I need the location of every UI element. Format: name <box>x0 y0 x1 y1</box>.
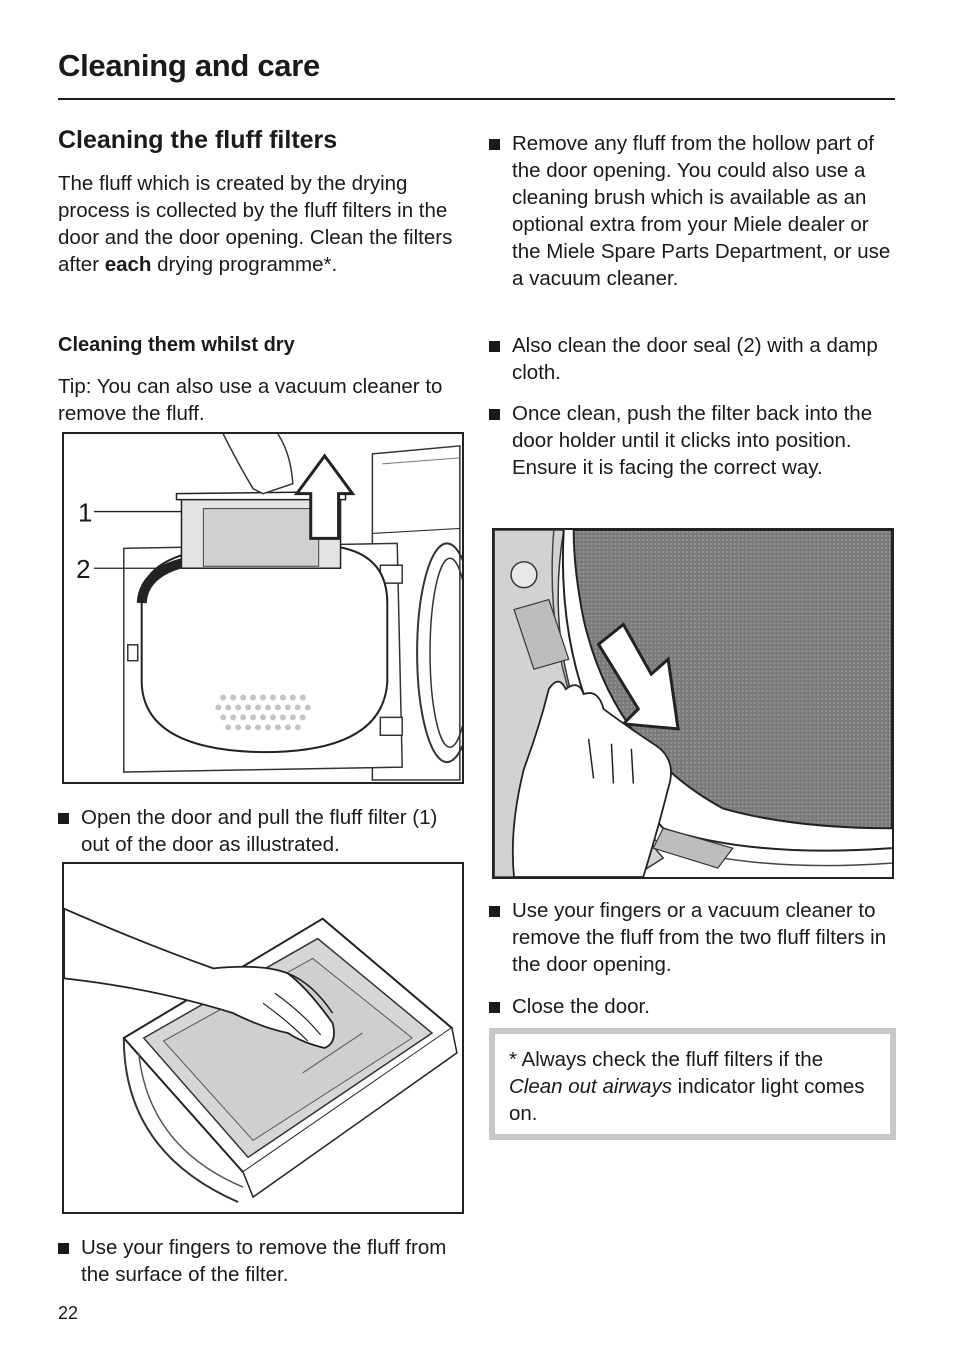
step-text: Also clean the door seal (2) with a damp… <box>512 334 878 384</box>
step-text: Close the door. <box>512 995 650 1018</box>
bullet-square-icon <box>489 906 500 917</box>
figure-door-opening-cleaning <box>492 528 894 879</box>
subheading: Cleaning them whilst dry <box>58 334 295 356</box>
intro-text-end: drying programme*. <box>151 253 338 276</box>
step-item: Once clean, push the filter back into th… <box>489 400 899 481</box>
page-number: 22 <box>58 1303 79 1323</box>
footnote-indicator-name: Clean out airways <box>509 1075 672 1098</box>
footnote-box: * Always check the fluff filters if the … <box>489 1028 896 1140</box>
callout-2-label: 2 <box>76 556 90 584</box>
step-item: Open the door and pull the fluff filter … <box>58 804 458 858</box>
page-title: Cleaning and care <box>58 48 320 83</box>
bullet-square-icon <box>489 1002 500 1013</box>
bullet-square-icon <box>58 813 69 824</box>
step-text: Use your fingers to remove the fluff fro… <box>81 1236 447 1286</box>
bullet-square-icon <box>58 1243 69 1254</box>
intro-emphasis: each <box>104 253 152 276</box>
step-text: Remove any fluff from the hollow part of… <box>512 132 891 290</box>
step-text: Open the door and pull the fluff filter … <box>81 806 438 856</box>
bullet-square-icon <box>489 409 500 420</box>
tip-paragraph: Tip: You can also use a vacuum cleaner t… <box>58 375 443 425</box>
figure-door-filter-removal: 1 2 <box>62 432 464 784</box>
section-heading: Cleaning the fluff filters <box>58 126 338 154</box>
step-text: Use your fingers or a vacuum cleaner to … <box>512 899 887 976</box>
door-filter-illustration: 1 2 <box>76 434 462 781</box>
intro-paragraph: The fluff which is created by the drying… <box>58 170 468 278</box>
step-item: Close the door. <box>489 993 899 1020</box>
step-item: Also clean the door seal (2) with a damp… <box>489 332 899 386</box>
bullet-square-icon <box>489 139 500 150</box>
step-item: Remove any fluff from the hollow part of… <box>489 130 899 292</box>
door-opening-illustration <box>494 530 892 877</box>
bullet-square-icon <box>489 341 500 352</box>
footnote-text-end: indicator light comes on. <box>509 1075 865 1125</box>
step-item: Use your fingers to remove the fluff fro… <box>58 1234 458 1288</box>
intro-text-start: The fluff which is created by the drying… <box>58 172 453 276</box>
step-text: Once clean, push the filter back into th… <box>512 402 873 479</box>
callout-1-label: 1 <box>78 499 92 527</box>
step-item: Use your fingers or a vacuum cleaner to … <box>489 897 899 978</box>
title-divider <box>58 98 895 100</box>
footnote-text-start: * Always check the fluff filters if the <box>509 1048 824 1071</box>
filter-wiping-illustration <box>64 907 458 1203</box>
figure-filter-wiping <box>62 862 464 1214</box>
